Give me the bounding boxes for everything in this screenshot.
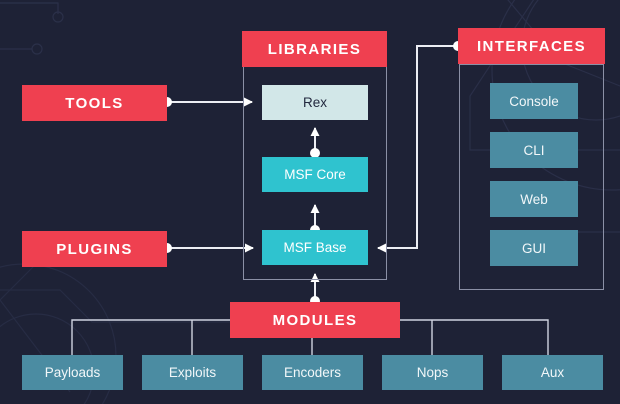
rex-box[interactable]: Rex [262, 85, 368, 120]
module-label: Aux [540, 365, 565, 380]
module-label: Nops [416, 365, 449, 380]
interface-label: Web [520, 191, 548, 207]
modules-header[interactable]: MODULES [230, 302, 400, 338]
interface-label: Console [509, 93, 559, 109]
module-item-exploits[interactable]: Exploits [142, 355, 243, 390]
libraries-header[interactable]: LIBRARIES [242, 31, 387, 67]
module-label: Exploits [168, 365, 217, 380]
interface-label: GUI [521, 240, 546, 256]
module-label: Payloads [44, 365, 101, 380]
interface-label: CLI [523, 142, 545, 158]
module-item-encoders[interactable]: Encoders [262, 355, 363, 390]
tools-box[interactable]: TOOLS [22, 85, 167, 121]
modules-label: MODULES [272, 311, 358, 329]
plugins-box[interactable]: PLUGINS [22, 231, 167, 267]
rex-label: Rex [302, 95, 327, 110]
interfaces-header[interactable]: INTERFACES [458, 28, 605, 64]
interface-item-gui[interactable]: GUI [490, 230, 578, 266]
msf-core-label: MSF Core [284, 167, 346, 182]
interface-item-cli[interactable]: CLI [490, 132, 578, 168]
libraries-label: LIBRARIES [267, 40, 362, 58]
msf-core-box[interactable]: MSF Core [262, 157, 368, 192]
msf-base-box[interactable]: MSF Base [262, 230, 368, 265]
module-item-nops[interactable]: Nops [382, 355, 483, 390]
module-item-aux[interactable]: Aux [502, 355, 603, 390]
interface-item-console[interactable]: Console [490, 83, 578, 119]
plugins-label: PLUGINS [56, 240, 133, 258]
module-item-payloads[interactable]: Payloads [22, 355, 123, 390]
tools-label: TOOLS [65, 94, 124, 112]
interfaces-label: INTERFACES [476, 37, 586, 55]
msf-base-label: MSF Base [283, 240, 347, 255]
module-label: Encoders [283, 365, 342, 380]
interface-item-web[interactable]: Web [490, 181, 578, 217]
